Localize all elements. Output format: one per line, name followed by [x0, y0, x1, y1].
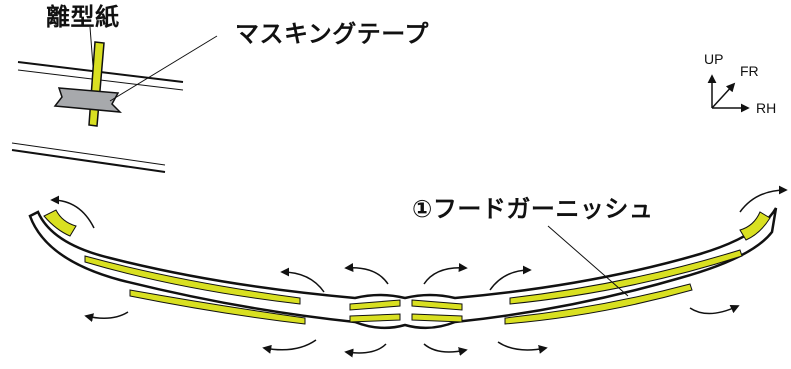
tape-channel-center-right-lower [411, 313, 463, 323]
inset-detail [11, 26, 218, 173]
tape-end-tab-right [739, 211, 771, 241]
tape-channel-center-left-lower [349, 313, 401, 323]
peel-arrow-7 [423, 263, 468, 285]
tape-end-tab-left [43, 209, 77, 237]
axis-fr-arrow [711, 82, 736, 109]
tape-channel-right-upper [509, 249, 743, 305]
peel-arrow-4 [262, 339, 317, 354]
orientation-axes [707, 74, 750, 113]
peel-arrow-8 [423, 343, 468, 356]
leader-part-name [547, 225, 629, 297]
peel-arrow-12 [739, 185, 788, 213]
masking-tape-patch [53, 87, 122, 113]
peel-arrows [50, 185, 788, 358]
tape-channel-center-left-upper [349, 299, 401, 311]
peel-arrow-10 [497, 341, 548, 354]
axis-label-rh: RH [756, 100, 777, 116]
inset-lower-edge-1 [11, 142, 166, 166]
hood-garnish [28, 207, 778, 330]
leader-masking-tape [109, 35, 218, 102]
tape-channel-left-lower [129, 289, 306, 325]
peel-arrow-2 [84, 311, 129, 323]
label-masking-tape: マスキングテープ [235, 20, 429, 48]
peel-arrow-11 [689, 304, 740, 315]
tape-channel-right-lower [504, 283, 693, 325]
peel-arrow-5 [344, 263, 389, 285]
peel-arrow-1 [50, 195, 95, 229]
label-part-name: ①フードガーニッシュ [412, 195, 654, 223]
leader-release-paper [89, 26, 94, 67]
axis-label-fr: FR [740, 63, 759, 79]
tape-channel-center-right-upper [411, 299, 463, 311]
peel-arrow-6 [344, 343, 387, 358]
peel-arrow-3 [280, 267, 325, 293]
release-paper-strip [88, 41, 105, 127]
tape-channel-left-upper [84, 255, 301, 305]
peel-arrow-9 [489, 265, 532, 291]
inset-lower-edge-2 [11, 149, 166, 173]
axis-label-up: UP [704, 51, 724, 67]
label-release-paper: 離型紙 [46, 3, 120, 31]
garnish-outer-body [28, 207, 778, 330]
